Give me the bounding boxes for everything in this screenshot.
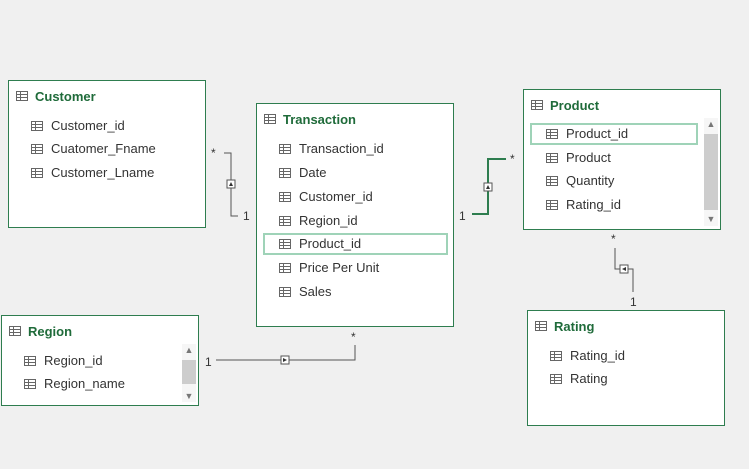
table-transaction[interactable]: Transaction Transaction_id Date Customer… (256, 103, 454, 327)
scrollbar[interactable]: ▲ ▼ (704, 118, 718, 226)
field-label: Region_name (44, 376, 125, 391)
table-grid-icon (279, 168, 291, 178)
field-label: Product_id (299, 236, 362, 251)
cardinality-one: 1 (459, 209, 466, 223)
relationship-line-region-transaction[interactable] (216, 345, 356, 361)
field-date[interactable]: Date (279, 162, 449, 184)
table-title: Transaction (283, 112, 356, 127)
table-grid-icon (535, 321, 547, 331)
cardinality-many: * (510, 152, 515, 166)
table-grid-icon (24, 356, 36, 366)
field-label: Quantity (566, 173, 615, 188)
table-grid-icon (9, 326, 21, 336)
table-grid-icon (546, 153, 558, 163)
field-rating[interactable]: Rating (550, 368, 700, 390)
cardinality-one: 1 (630, 295, 637, 309)
table-grid-icon (546, 129, 558, 139)
scroll-thumb[interactable] (182, 360, 196, 384)
table-title: Region (28, 324, 73, 339)
field-customer-id[interactable]: Customer_id (279, 186, 449, 208)
table-customer[interactable]: Customer Customer_id Cuatomer_Fname Cust… (8, 80, 206, 228)
table-grid-icon (24, 379, 36, 389)
field-price-per-unit[interactable]: Price Per Unit (279, 257, 449, 279)
field-label: Transaction_id (299, 141, 384, 156)
scrollbar[interactable]: ▲ ▼ (182, 344, 196, 402)
table-grid-icon (546, 200, 558, 210)
table-grid-icon (264, 114, 276, 124)
field-product-id-selected[interactable]: Product_id (530, 123, 698, 145)
table-grid-icon (279, 239, 291, 249)
table-grid-icon (550, 351, 562, 361)
field-rating-id[interactable]: Rating_id (546, 194, 696, 216)
field-transaction-id[interactable]: Transaction_id (279, 138, 449, 160)
field-label: Cuatomer_Fname (51, 141, 156, 156)
field-customer-id[interactable]: Customer_id (31, 115, 191, 137)
cardinality-many: * (611, 232, 616, 246)
field-label: Region_id (299, 213, 358, 228)
table-grid-icon (16, 91, 28, 101)
field-label: Product (566, 150, 611, 165)
table-grid-icon (531, 100, 543, 110)
field-customer-fname[interactable]: Cuatomer_Fname (31, 138, 191, 160)
table-title: Product (550, 98, 600, 113)
field-product[interactable]: Product (546, 147, 696, 169)
cardinality-one: 1 (243, 209, 250, 223)
scroll-thumb[interactable] (704, 134, 718, 210)
field-customer-lname[interactable]: Customer_Lname (31, 162, 191, 184)
field-label: Price Per Unit (299, 260, 380, 275)
field-label: Customer_id (299, 189, 373, 204)
field-label: Sales (299, 284, 332, 299)
table-grid-icon (279, 216, 291, 226)
field-label: Region_id (44, 353, 103, 368)
table-grid-icon (31, 168, 43, 178)
field-label: Customer_Lname (51, 165, 155, 180)
field-region-name[interactable]: Region_name (24, 373, 174, 395)
field-label: Product_id (566, 126, 629, 141)
table-region[interactable]: Region Region_id Region_name ▲ ▼ (1, 315, 199, 406)
table-grid-icon (550, 374, 562, 384)
table-product[interactable]: Product Product_id Product Quantity Rati… (523, 89, 721, 230)
cardinality-many: * (351, 330, 356, 344)
scroll-down-icon[interactable]: ▼ (706, 214, 716, 224)
field-region-id[interactable]: Region_id (279, 210, 449, 232)
table-grid-icon (31, 121, 43, 131)
scroll-down-icon[interactable]: ▼ (184, 391, 194, 401)
field-rating-id[interactable]: Rating_id (550, 345, 700, 367)
table-grid-icon (31, 144, 43, 154)
table-grid-icon (279, 287, 291, 297)
table-grid-icon (546, 176, 558, 186)
field-label: Customer_id (51, 118, 125, 133)
field-product-id-selected[interactable]: Product_id (263, 233, 448, 255)
table-rating[interactable]: Rating Rating_id Rating (527, 310, 725, 426)
table-title: Rating (554, 319, 595, 334)
scroll-up-icon[interactable]: ▲ (184, 345, 194, 355)
table-grid-icon (279, 192, 291, 202)
field-region-id[interactable]: Region_id (24, 350, 174, 372)
table-grid-icon (279, 263, 291, 273)
cardinality-one: 1 (205, 355, 212, 369)
cardinality-many: * (211, 146, 216, 160)
table-title: Customer (35, 89, 96, 104)
field-label: Rating_id (566, 197, 621, 212)
field-quantity[interactable]: Quantity (546, 170, 696, 192)
field-label: Date (299, 165, 327, 180)
scroll-up-icon[interactable]: ▲ (706, 119, 716, 129)
field-sales[interactable]: Sales (279, 281, 449, 303)
table-grid-icon (279, 144, 291, 154)
field-label: Rating_id (570, 348, 625, 363)
field-label: Rating (570, 371, 608, 386)
